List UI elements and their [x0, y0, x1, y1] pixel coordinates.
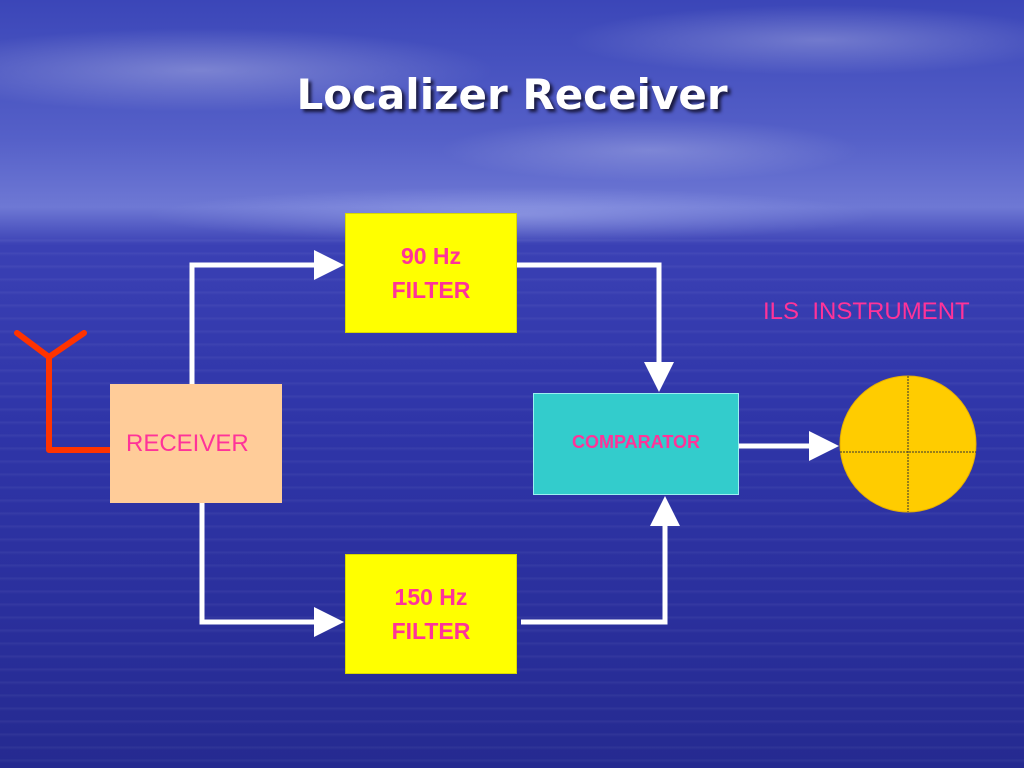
antenna-icon	[14, 330, 110, 453]
connector-receiver-to-90hz	[189, 250, 344, 384]
receiver-block: RECEIVER	[110, 384, 282, 503]
connector-150hz-to-comparator	[521, 496, 680, 625]
connector-90hz-to-comparator	[517, 262, 674, 392]
filter-150hz-block: 150 Hz FILTER	[345, 554, 517, 674]
connector-receiver-to-150hz	[199, 503, 344, 637]
filter-90hz-block: 90 Hz FILTER	[345, 213, 517, 333]
ils-instrument-dial-icon	[839, 375, 977, 513]
comparator-block: COMPARATOR	[533, 393, 739, 495]
slide-title: Localizer Receiver	[296, 70, 728, 119]
ils-instrument-label: ILS INSTRUMENT	[763, 298, 970, 325]
